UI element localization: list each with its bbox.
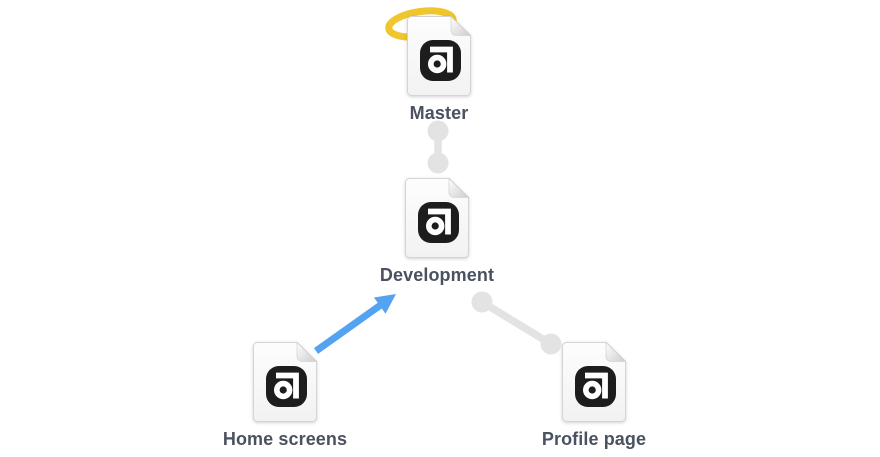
node-label-home-screens: Home screens (222, 429, 348, 449)
node-label-profile-page: Profile page (541, 429, 647, 449)
abstract-file-icon (407, 16, 471, 96)
node-label-master: Master (409, 103, 469, 123)
node-master[interactable]: Master (369, 16, 509, 124)
node-home-screens[interactable]: Home screens (215, 342, 355, 450)
abstract-file-icon (405, 178, 469, 258)
abstract-file-icon (253, 342, 317, 422)
node-label-development: Development (379, 265, 495, 285)
node-profile-page[interactable]: Profile page (524, 342, 664, 450)
abstract-file-icon (562, 342, 626, 422)
commit-connector-master-development (427, 120, 449, 174)
node-development[interactable]: Development (367, 178, 507, 286)
